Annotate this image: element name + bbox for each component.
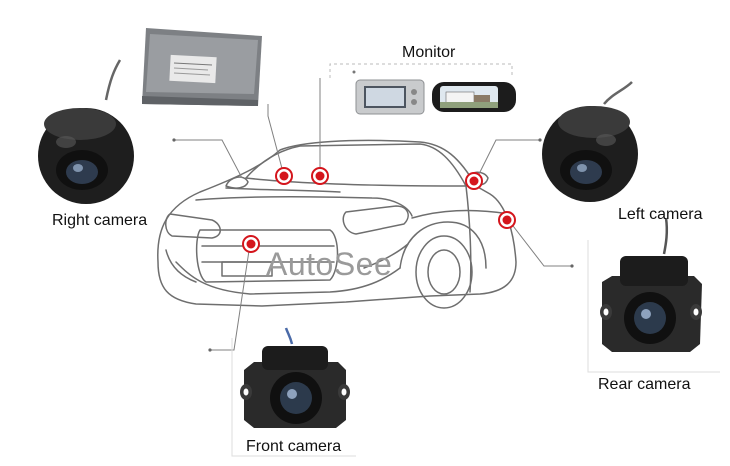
marker-rear-icon xyxy=(498,211,516,229)
control-box-icon xyxy=(142,28,262,106)
monitor-label: Monitor xyxy=(402,44,456,61)
rear-camera-label: Rear camera xyxy=(598,376,691,393)
marker-monitor-icon xyxy=(311,167,329,185)
left-camera-label: Left camera xyxy=(618,206,703,223)
brand-watermark: AutoSee xyxy=(266,246,393,282)
marker-group xyxy=(242,167,516,253)
dashboard-head-unit-icon xyxy=(355,79,425,115)
marker-front-grille-icon xyxy=(242,235,260,253)
front-camera-icon xyxy=(240,327,350,428)
leader-lines xyxy=(174,78,572,351)
front-camera-label: Front camera xyxy=(246,438,342,455)
leader-endpoints xyxy=(172,138,574,352)
rear-camera-icon xyxy=(600,217,702,352)
mirror-monitor-icon xyxy=(432,82,516,112)
right-camera-label: Right camera xyxy=(52,212,148,229)
right-camera-icon xyxy=(38,59,134,204)
left-camera-icon xyxy=(542,81,638,202)
marker-left-mirror-icon xyxy=(465,172,483,190)
marker-control-box-icon xyxy=(275,167,293,185)
